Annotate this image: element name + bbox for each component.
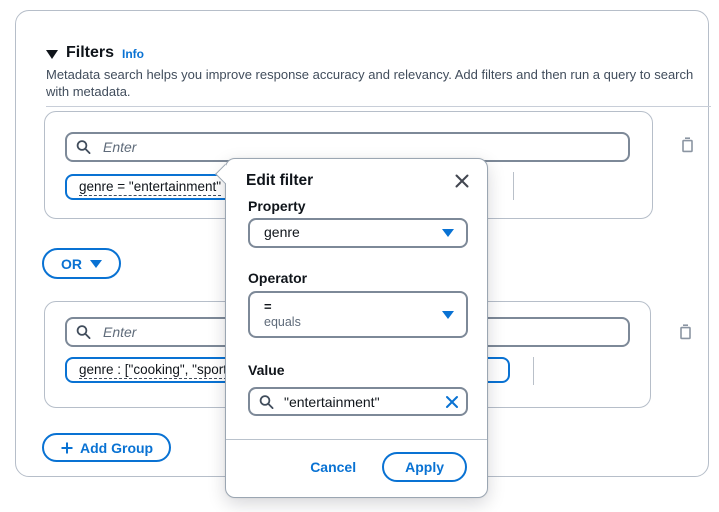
filter-chip-1[interactable]: genre = "entertainment" xyxy=(65,174,236,200)
filters-title: Filters xyxy=(66,44,115,61)
info-link[interactable]: Info xyxy=(122,47,145,61)
property-select[interactable]: genre xyxy=(248,218,468,248)
property-label: Property xyxy=(248,198,306,214)
clear-value-button[interactable] xyxy=(443,393,461,411)
popup-footer: Cancel Apply xyxy=(226,452,467,482)
value-label: Value xyxy=(248,362,285,378)
trash-icon xyxy=(677,323,694,345)
close-button[interactable] xyxy=(452,171,472,191)
trash-icon xyxy=(679,136,696,158)
or-operator-button[interactable]: OR xyxy=(42,248,121,279)
delete-group-button-2[interactable] xyxy=(677,323,697,345)
cancel-button[interactable]: Cancel xyxy=(310,459,357,475)
filter-chip-label: genre = "entertainment" xyxy=(79,178,222,196)
operator-select-value: = xyxy=(264,298,272,314)
add-group-label: Add Group xyxy=(80,439,154,456)
or-operator-label: OR xyxy=(61,255,82,272)
apply-button[interactable]: Apply xyxy=(382,452,467,482)
operator-select-description: equals xyxy=(264,314,301,329)
collapse-triangle-icon[interactable] xyxy=(46,49,58,59)
caret-down-icon xyxy=(90,259,102,268)
filter-chip-label: genre : ["cooking", "sports"] xyxy=(79,361,243,379)
caret-down-icon xyxy=(442,229,454,237)
property-select-value: genre xyxy=(264,224,300,241)
section-divider xyxy=(46,106,711,107)
close-icon xyxy=(454,173,470,189)
plus-icon xyxy=(60,441,74,455)
token-separator xyxy=(533,357,534,385)
popup-footer-divider xyxy=(226,439,487,440)
clear-icon xyxy=(445,395,459,409)
value-field xyxy=(248,387,468,416)
token-separator xyxy=(513,172,514,200)
value-input[interactable] xyxy=(248,387,468,416)
delete-group-button-1[interactable] xyxy=(679,136,699,158)
apply-button-label: Apply xyxy=(405,459,444,475)
add-group-button[interactable]: Add Group xyxy=(42,433,172,462)
operator-select[interactable]: = equals xyxy=(248,291,468,338)
caret-down-icon xyxy=(442,310,454,319)
filters-description: Metadata search helps you improve respon… xyxy=(46,67,694,100)
operator-label: Operator xyxy=(248,270,308,286)
filters-heading: Filters Info xyxy=(46,44,144,62)
popup-title: Edit filter xyxy=(246,172,314,189)
edit-filter-popup: Edit filter Property genre Operator = eq… xyxy=(215,158,488,498)
